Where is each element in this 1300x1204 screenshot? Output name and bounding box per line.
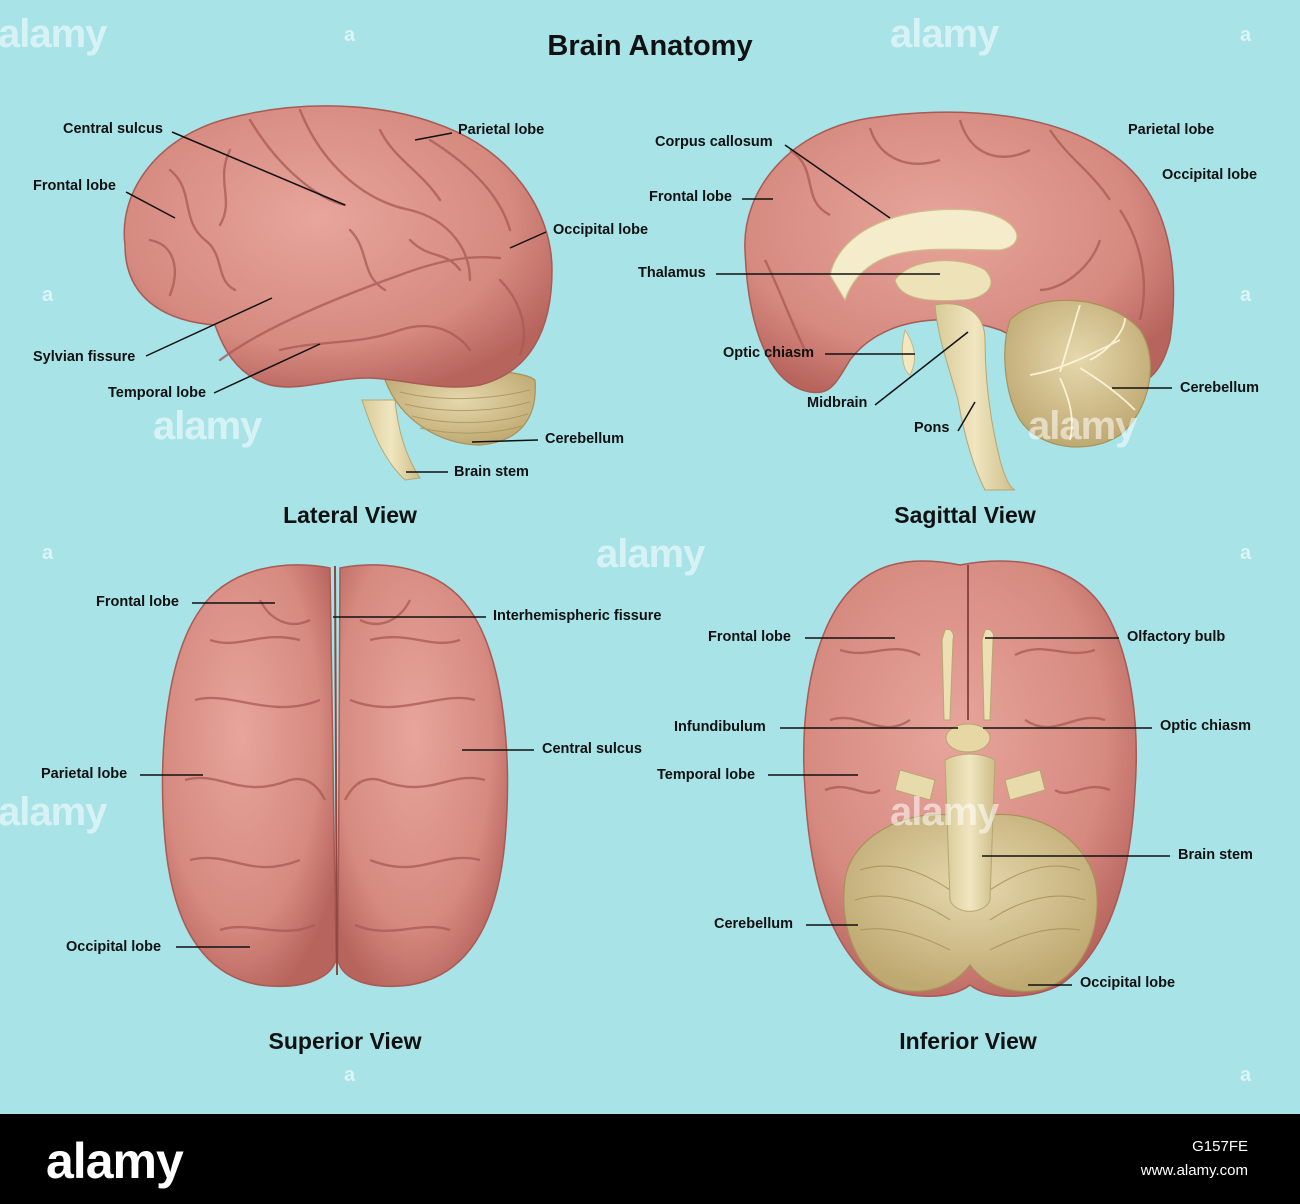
watermark: alamy — [890, 790, 999, 834]
watermark-glyph: a — [42, 284, 54, 306]
lateral-cortex-shape — [123, 105, 553, 388]
watermark: alamy — [153, 404, 262, 448]
label-frontal-lobe: Frontal lobe — [96, 594, 179, 610]
olfactory-bulb-right — [981, 629, 994, 721]
label-frontal-lobe: Frontal lobe — [33, 178, 116, 194]
label-sylvian-fissure: Sylvian fissure — [33, 349, 136, 365]
label-central-sulcus: Central sulcus — [63, 121, 163, 137]
watermark: alamy — [0, 790, 107, 834]
lateral-view-title: Lateral View — [283, 502, 417, 528]
olfactory-bulb-left — [941, 629, 954, 721]
sagittal-view-title: Sagittal View — [894, 502, 1036, 528]
label-occipital-lobe: Occipital lobe — [66, 939, 162, 955]
label-optic-chiasm: Optic chiasm — [1160, 718, 1252, 734]
watermark-glyph: a — [344, 24, 356, 46]
watermark-glyph: a — [1240, 1064, 1252, 1086]
watermark: alamy — [890, 12, 999, 56]
sagittal-brainstem-shape — [934, 303, 1016, 491]
inferior-left-nerve — [894, 769, 936, 801]
label-parietal-lobe: Parietal lobe — [458, 122, 545, 138]
inferior-brainstem-shape — [944, 753, 996, 912]
label-occipital-lobe: Occipital lobe — [1162, 167, 1258, 183]
thalamus-shape — [894, 260, 992, 302]
label-temporal-lobe: Temporal lobe — [108, 385, 207, 401]
watermark: alamy — [1028, 404, 1137, 448]
infundibulum-shape — [945, 723, 991, 753]
site-link[interactable]: www.alamy.com — [1140, 1162, 1248, 1179]
page-title: Brain Anatomy — [547, 30, 753, 62]
superior-left-hemisphere — [161, 564, 337, 987]
watermark-glyph: a — [1240, 284, 1252, 306]
label-cerebellum: Cerebellum — [1180, 380, 1259, 396]
inferior-right-nerve — [1004, 769, 1046, 801]
inferior-brain-drawing — [803, 560, 1137, 997]
corpus-callosum-shape — [829, 208, 1018, 302]
inferior-view-title: Inferior View — [899, 1028, 1037, 1054]
superior-right-hemisphere — [337, 564, 509, 987]
footer-bar: alamy G157FE www.alamy.com — [0, 1114, 1300, 1204]
sagittal-brain-drawing — [744, 111, 1175, 491]
label-infundibulum: Infundibulum — [674, 719, 766, 735]
label-temporal-lobe: Temporal lobe — [657, 767, 756, 783]
label-midbrain: Midbrain — [807, 395, 868, 411]
watermark: alamy — [0, 12, 107, 56]
label-optic-chiasm: Optic chiasm — [723, 345, 815, 361]
superior-brain-drawing — [161, 564, 509, 987]
footer-logo[interactable]: alamy — [46, 1133, 184, 1189]
label-central-sulcus: Central sulcus — [542, 741, 642, 757]
watermark-glyph: a — [1240, 24, 1252, 46]
leader-lines — [125, 131, 1172, 986]
brain-illustrations — [123, 105, 1175, 997]
illustration-stage: alamy alamy alamy alamy alamy alamy alam… — [0, 0, 1300, 1114]
label-pons: Pons — [914, 420, 950, 436]
label-occipital-lobe: Occipital lobe — [1080, 975, 1176, 991]
lateral-brainstem-shape — [361, 399, 421, 481]
label-corpus-callosum: Corpus callosum — [655, 134, 773, 150]
image-id: G157FE — [1192, 1138, 1248, 1155]
label-thalamus: Thalamus — [638, 265, 706, 281]
label-interhemispheric-fissure: Interhemispheric fissure — [493, 608, 662, 624]
superior-view-title: Superior View — [268, 1028, 422, 1054]
watermark: alamy — [596, 532, 705, 576]
label-parietal-lobe: Parietal lobe — [1128, 122, 1215, 138]
label-brain-stem: Brain stem — [1178, 847, 1253, 863]
optic-chiasm-shape — [901, 328, 916, 376]
sagittal-cerebellum-shape — [1004, 299, 1151, 448]
label-frontal-lobe: Frontal lobe — [649, 189, 732, 205]
watermark-glyph: a — [1240, 542, 1252, 564]
label-brain-stem: Brain stem — [454, 464, 529, 480]
label-cerebellum: Cerebellum — [714, 916, 793, 932]
watermark-glyph: a — [42, 542, 54, 564]
label-occipital-lobe: Occipital lobe — [553, 222, 649, 238]
label-cerebellum: Cerebellum — [545, 431, 624, 447]
label-frontal-lobe: Frontal lobe — [708, 629, 791, 645]
label-olfactory-bulb: Olfactory bulb — [1127, 629, 1226, 645]
label-parietal-lobe: Parietal lobe — [41, 766, 128, 782]
watermark-glyph: a — [344, 1064, 356, 1086]
